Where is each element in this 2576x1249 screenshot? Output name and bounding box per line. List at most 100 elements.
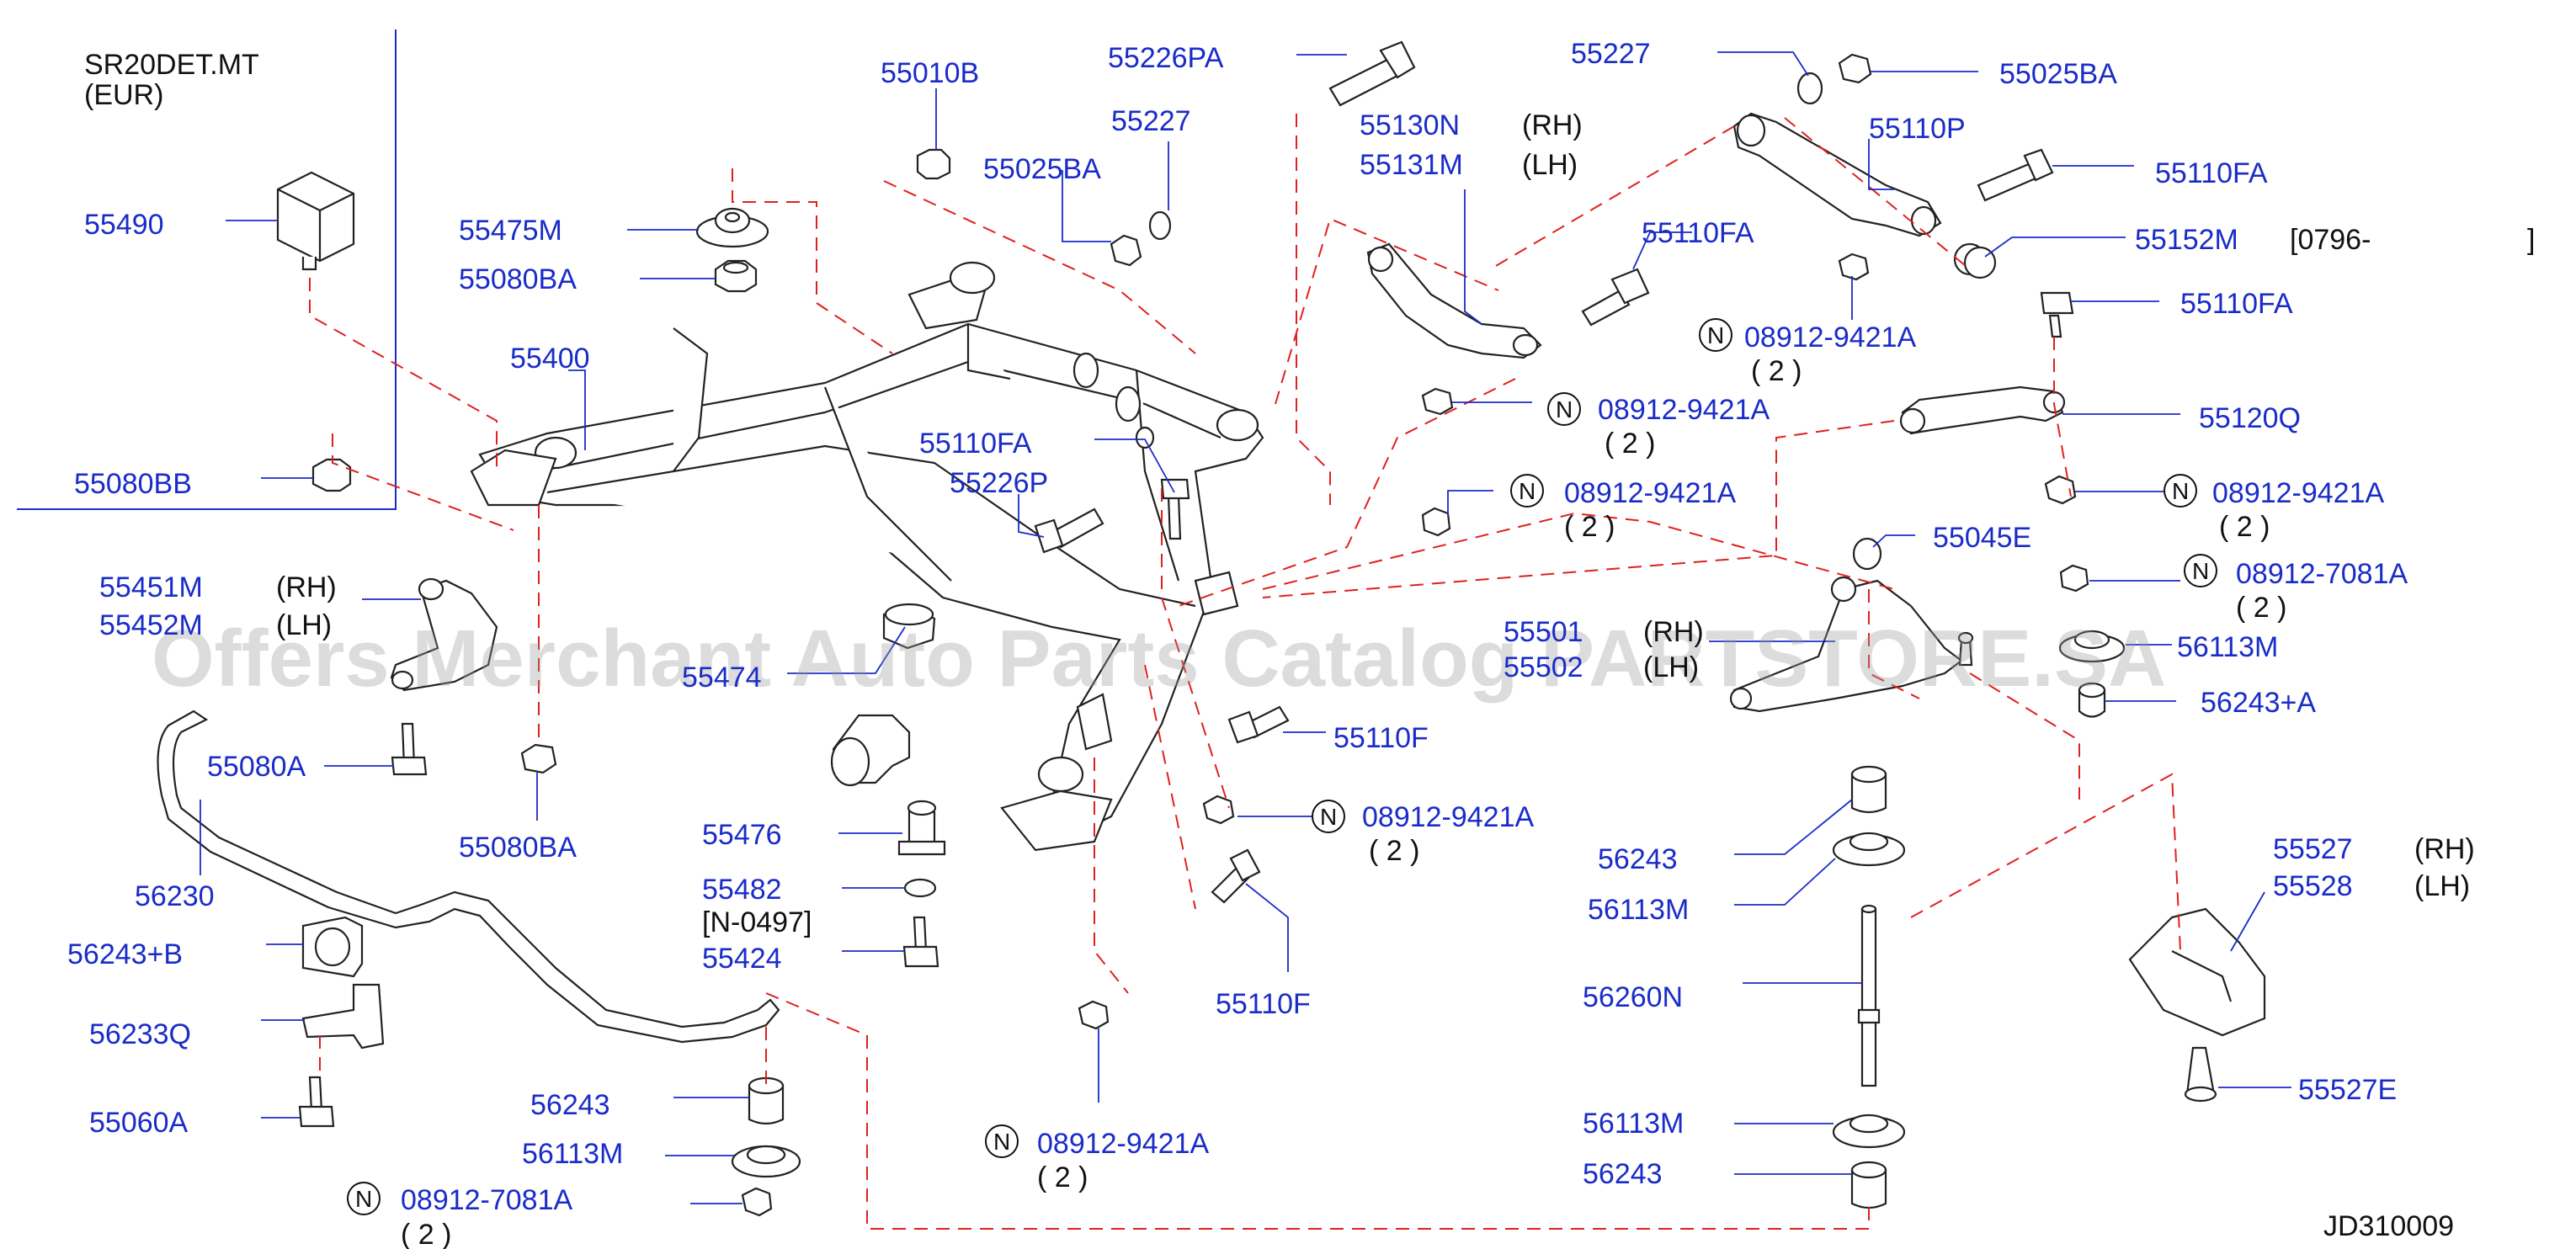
label-08912-7081A-b2[interactable]: 08912-7081A xyxy=(401,1184,573,1216)
label-56243B[interactable]: 56243+B xyxy=(67,938,183,970)
label-55110FA-mid[interactable]: 55110FA xyxy=(1642,217,1754,249)
bolt-55110FA-r1 xyxy=(1977,148,2054,202)
label-55400[interactable]: 55400 xyxy=(510,343,590,375)
label-56243-r1[interactable]: 56243 xyxy=(1598,843,1678,875)
nut-55080BA-bot xyxy=(520,743,557,774)
nut-55080BB xyxy=(311,458,352,492)
label-55451M-rh: (RH) xyxy=(276,571,337,603)
label-56243A[interactable]: 56243+A xyxy=(2201,687,2316,719)
label-55501-rh: (RH) xyxy=(1643,616,1704,648)
label-55528[interactable]: 55528 xyxy=(2273,870,2353,902)
qty-a1: ( 2 ) xyxy=(1751,355,1802,387)
label-55080BA-bot[interactable]: 55080BA xyxy=(459,832,577,864)
label-55226P[interactable]: 55226P xyxy=(950,467,1048,499)
label-56113M-r2[interactable]: 56113M xyxy=(1583,1108,1684,1140)
label-08912-7081A-b1[interactable]: 08912-7081A xyxy=(2236,558,2408,590)
label-56230[interactable]: 56230 xyxy=(135,880,215,912)
label-55110FA-l[interactable]: 55110FA xyxy=(919,428,1032,460)
label-55060A[interactable]: 55060A xyxy=(89,1107,189,1139)
label-55490[interactable]: 55490 xyxy=(84,209,164,241)
arm-55120Q xyxy=(1899,385,2066,435)
n-mark: N xyxy=(1707,322,1724,348)
label-56243-bot[interactable]: 56243 xyxy=(530,1089,610,1121)
label-55476[interactable]: 55476 xyxy=(702,819,782,851)
label-55424[interactable]: 55424 xyxy=(702,943,782,975)
label-55226PA[interactable]: 55226PA xyxy=(1108,42,1224,74)
nut-08912-9421A-d xyxy=(2044,475,2077,505)
label-55482-bracket: [N-0497] xyxy=(702,906,812,938)
label-55080BA-top[interactable]: 55080BA xyxy=(459,263,577,295)
label-bracket-close: ] xyxy=(2527,224,2535,256)
label-55528-lh: (LH) xyxy=(2414,870,2470,902)
label-55110F-bot[interactable]: 55110F xyxy=(1216,988,1311,1020)
label-55110FA-r1[interactable]: 55110FA xyxy=(2155,157,2268,189)
label-55482[interactable]: 55482 xyxy=(702,874,782,906)
leader-lines xyxy=(200,51,2291,1204)
label-55452M[interactable]: 55452M xyxy=(99,609,203,641)
label-56243-r2[interactable]: 56243 xyxy=(1583,1158,1663,1190)
label-56113M-r[interactable]: 56113M xyxy=(2177,631,2278,663)
bush-56243A xyxy=(2078,682,2106,718)
label-08912-9421A-a2[interactable]: 08912-9421A xyxy=(1598,394,1770,426)
label-08912-9421A-a1[interactable]: 08912-9421A xyxy=(1744,322,1917,353)
bolt-55110FA-mid xyxy=(1581,268,1650,327)
label-56113M-r1[interactable]: 56113M xyxy=(1588,894,1689,926)
nut-55025BA-mid xyxy=(1110,234,1142,267)
label-55025BA-mid[interactable]: 55025BA xyxy=(983,153,1101,185)
label-55527[interactable]: 55527 xyxy=(2273,833,2353,865)
label-55475M[interactable]: 55475M xyxy=(459,215,562,247)
label-08912-9421A-a3[interactable]: 08912-9421A xyxy=(1564,477,1737,509)
insulator-56113M-r1 xyxy=(1832,832,1906,867)
stop-55474 xyxy=(882,603,936,650)
insulator-56113M-r2 xyxy=(1832,1113,1906,1149)
label-55152M[interactable]: 55152M xyxy=(2135,224,2238,256)
label-55130N[interactable]: 55130N xyxy=(1360,109,1460,141)
bolt-55110F-mid xyxy=(1227,705,1290,744)
n-mark: N xyxy=(2172,478,2189,504)
qty-a4: ( 2 ) xyxy=(2219,511,2270,543)
label-55227-top[interactable]: 55227 xyxy=(1571,38,1651,70)
label-55120Q[interactable]: 55120Q xyxy=(2199,402,2301,434)
label-55110F-mid[interactable]: 55110F xyxy=(1333,722,1429,754)
mount-55474-b xyxy=(830,714,911,787)
clip-55527E xyxy=(2184,1046,2217,1103)
label-55527E[interactable]: 55527E xyxy=(2298,1074,2397,1106)
washer-55482 xyxy=(903,878,937,898)
bolt-55110FA-r2 xyxy=(2040,291,2074,338)
label-55227-mid[interactable]: 55227 xyxy=(1111,105,1191,137)
stabilizer-bar-56230 xyxy=(157,710,780,1044)
nut-08912-9421A-b xyxy=(1421,507,1451,537)
label-55025BA-top[interactable]: 55025BA xyxy=(1999,58,2117,90)
qty-b2: ( 2 ) xyxy=(401,1219,451,1249)
n-mark: N xyxy=(993,1129,1010,1155)
bush-56243B xyxy=(301,916,364,978)
label-56113M-bot[interactable]: 56113M xyxy=(522,1138,623,1170)
label-56233Q[interactable]: 56233Q xyxy=(89,1018,191,1050)
label-55045E[interactable]: 55045E xyxy=(1933,522,2031,554)
washer-55475M xyxy=(695,207,769,248)
label-55501[interactable]: 55501 xyxy=(1504,616,1583,648)
washer-55227-mid xyxy=(1148,210,1172,241)
label-55080BB[interactable]: 55080BB xyxy=(74,468,192,500)
arm-55130N xyxy=(1366,242,1542,359)
label-55010B[interactable]: 55010B xyxy=(881,57,979,89)
label-55474[interactable]: 55474 xyxy=(682,662,762,694)
assembly-lines xyxy=(309,114,2181,1230)
bush-56243-bot xyxy=(748,1076,785,1125)
rod-56260N xyxy=(1857,904,1881,1087)
label-55502[interactable]: 55502 xyxy=(1504,651,1583,683)
label-08912-9421A-a5[interactable]: 08912-9421A xyxy=(1362,801,1535,833)
bolt-55226P xyxy=(1034,508,1104,554)
label-08912-9421A-a4[interactable]: 08912-9421A xyxy=(2212,477,2385,509)
lower-arm-55501 xyxy=(1729,576,1974,713)
arm-55451M xyxy=(390,577,498,692)
label-56260N[interactable]: 56260N xyxy=(1583,981,1683,1013)
label-55451M[interactable]: 55451M xyxy=(99,571,203,603)
qty-b1: ( 2 ) xyxy=(2236,592,2286,624)
label-55110P[interactable]: 55110P xyxy=(1869,113,1966,145)
label-55131M[interactable]: 55131M xyxy=(1360,149,1463,181)
label-08912-9421A-a6[interactable]: 08912-9421A xyxy=(1037,1128,1210,1160)
label-55110FA-r2[interactable]: 55110FA xyxy=(2180,288,2293,320)
label-55080A[interactable]: 55080A xyxy=(207,751,306,783)
